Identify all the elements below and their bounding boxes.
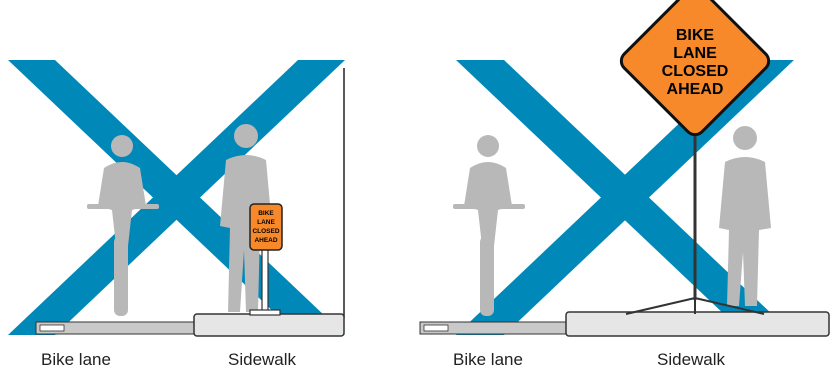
large-sign-line-1: BIKE	[676, 27, 715, 44]
road-ground	[419, 311, 830, 337]
pedestrian-icon	[719, 126, 771, 306]
caption-sidewalk: Sidewalk	[228, 350, 297, 369]
caption-bike-lane: Bike lane	[41, 350, 111, 369]
x-mark-icon	[8, 60, 345, 335]
large-sign-line-3: CLOSED	[662, 63, 729, 80]
caption-sidewalk: Sidewalk	[657, 350, 726, 369]
panel-large-sign: BIKE LANE CLOSED AHEAD Bike lane Sidewal…	[416, 0, 833, 375]
small-sign-line-4: AHEAD	[254, 237, 277, 244]
caption-bike-lane: Bike lane	[453, 350, 523, 369]
small-sign-line-2: LANE	[257, 219, 275, 226]
panel-small-sign: BIKE LANE CLOSED AHEAD Bike lane Sidewal…	[8, 60, 345, 369]
large-sign-line-2: LANE	[673, 45, 717, 62]
large-sign-line-4: AHEAD	[667, 81, 724, 98]
cyclist-icon	[87, 135, 159, 316]
large-sign-stand	[625, 118, 765, 315]
small-sign-line-1: BIKE	[258, 210, 274, 217]
illustration-small-sign: BIKE LANE CLOSED AHEAD	[8, 60, 345, 337]
cyclist-icon	[453, 135, 525, 316]
pedestrian-icon	[220, 124, 272, 312]
small-sign: BIKE LANE CLOSED AHEAD	[249, 203, 283, 251]
x-mark-icon	[456, 60, 794, 335]
illustration-large-sign: BIKE LANE CLOSED AHEAD	[419, 0, 830, 337]
large-sign: BIKE LANE CLOSED AHEAD	[619, 0, 771, 137]
road-ground	[35, 313, 345, 337]
small-sign-line-3: CLOSED	[252, 228, 279, 235]
